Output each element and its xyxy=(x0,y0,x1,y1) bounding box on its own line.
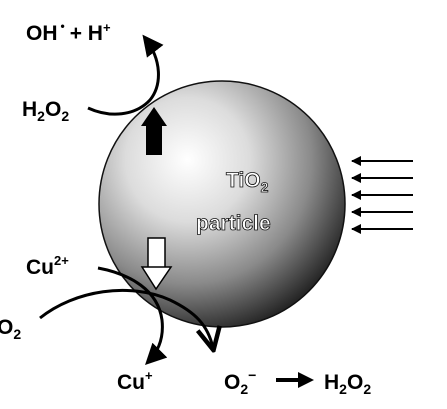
hole-up-arrow xyxy=(141,107,167,155)
cu1-label: Cu+ xyxy=(117,368,153,394)
h2o2-right-label: H2O2 xyxy=(324,371,371,397)
electron-down-arrow xyxy=(140,237,173,291)
particle-label-line2: particle xyxy=(196,212,271,235)
cu2-label: Cu2+ xyxy=(26,253,69,279)
copper-reduction-curve xyxy=(97,266,168,365)
top-product-label: OH•+ H+ xyxy=(26,19,111,45)
particle-label-line1: TiO2 xyxy=(226,169,269,195)
h2o2-left-label: H2O2 xyxy=(22,98,69,124)
h2o2-oxidation-curve xyxy=(87,34,164,116)
superoxide-label: O2− xyxy=(224,367,256,397)
oxygen-reduction-curve xyxy=(39,288,213,348)
o2-left-label: O2 xyxy=(0,316,21,342)
superoxide-to-h2o2-arrow xyxy=(276,372,314,388)
light-arrows xyxy=(351,156,413,234)
